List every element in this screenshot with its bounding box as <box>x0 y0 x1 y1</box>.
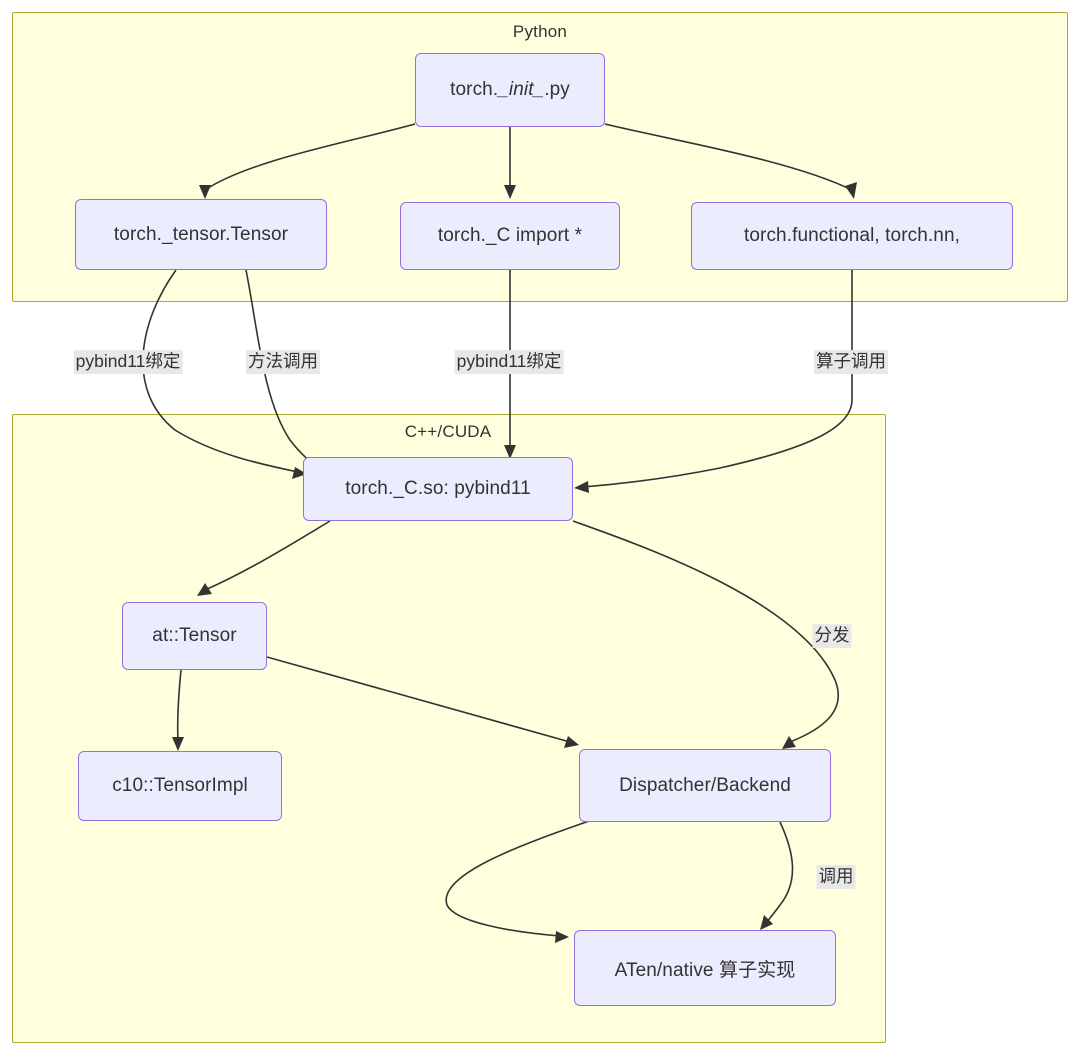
edge-init-to-tensor-py <box>204 123 416 191</box>
node-torch-c-so-pybind11[interactable]: torch._C.so: pybind11 <box>303 457 573 521</box>
arrow-tensor-py-to-pybind-left <box>292 467 307 479</box>
arrow-init-to-functional <box>845 182 857 199</box>
node-torch-tensor-tensor[interactable]: torch._tensor.Tensor <box>75 199 327 270</box>
edge-at-tensor-to-dispatcher <box>266 656 571 743</box>
edge-label-operator-call: 算子调用 <box>814 350 888 374</box>
arrow-dispatcher-to-aten-loop <box>555 931 569 943</box>
node-label-torch-c-import: torch._C import * <box>437 225 583 246</box>
node-label-aten-native-op-impl: ATen/native 算子实现 <box>614 959 796 981</box>
edge-functional-to-pybind <box>582 270 853 488</box>
node-label-italic: _init_ <box>498 79 545 100</box>
node-label-torch-functional-nn: torch.functional, torch.nn, <box>743 225 961 246</box>
node-label-torch-c-so-pybind11: torch._C.so: pybind11 <box>345 478 531 499</box>
node-label-dispatcher-backend: Dispatcher/Backend <box>619 774 791 796</box>
edge-label-pybind11-binding-c-import: pybind11绑定 <box>454 350 564 374</box>
node-label-prefix: torch. <box>450 79 499 100</box>
node-c10-tensorimpl[interactable]: c10::TensorImpl <box>78 751 282 821</box>
node-label-at-tensor: at::Tensor <box>152 625 237 646</box>
arrow-init-to-tensor-py <box>199 185 211 199</box>
node-label-c10-tensorimpl: c10::TensorImpl <box>112 775 248 796</box>
edge-label-pybind11-binding-tensor: pybind11绑定 <box>73 350 183 374</box>
arrow-c-import-to-pybind <box>504 445 516 459</box>
edge-label-dispatch: 分发 <box>812 624 852 648</box>
edge-tensor-py-to-pybind-left <box>142 269 299 473</box>
edge-pybind-to-at-tensor <box>204 520 331 591</box>
edge-label-invoke: 调用 <box>816 865 856 889</box>
edge-pybind-to-dispatcher <box>572 520 840 743</box>
node-aten-native-op-impl[interactable]: ATen/native 算子实现 <box>574 930 836 1006</box>
node-at-tensor[interactable]: at::Tensor <box>122 602 267 670</box>
arrow-functional-to-pybind <box>574 481 589 493</box>
node-dispatcher-backend[interactable]: Dispatcher/Backend <box>579 749 831 822</box>
arrow-at-tensor-to-tensor-impl <box>172 737 184 751</box>
arrow-dispatcher-to-aten-call <box>760 915 773 930</box>
node-torch-functional-nn[interactable]: torch.functional, torch.nn, <box>691 202 1013 270</box>
edge-label-method-call: 方法调用 <box>246 350 320 374</box>
edge-at-tensor-to-tensor-impl <box>176 669 182 743</box>
edge-dispatcher-to-aten-call <box>765 821 794 924</box>
cluster-title-cpp-cuda: C++/CUDA <box>404 422 492 441</box>
arrow-pybind-to-dispatcher <box>782 736 796 749</box>
node-label-torch-init-py: torch._init_.py <box>450 79 570 101</box>
node-torch-init-py[interactable]: torch._init_.py <box>415 53 605 127</box>
node-label-suffix: .py <box>544 79 570 100</box>
node-label-torch-tensor-tensor: torch._tensor.Tensor <box>113 223 289 245</box>
arrow-init-to-c-import <box>504 185 516 199</box>
edge-dispatcher-to-aten-loop <box>445 819 593 937</box>
arrow-pybind-to-at-tensor <box>197 583 212 596</box>
edge-tensor-py-to-pybind-right <box>245 269 314 465</box>
edge-init-to-functional <box>604 123 853 191</box>
node-torch-c-import[interactable]: torch._C import * <box>400 202 620 270</box>
cluster-title-python: Python <box>512 22 568 41</box>
arrow-at-tensor-to-dispatcher <box>564 736 579 748</box>
